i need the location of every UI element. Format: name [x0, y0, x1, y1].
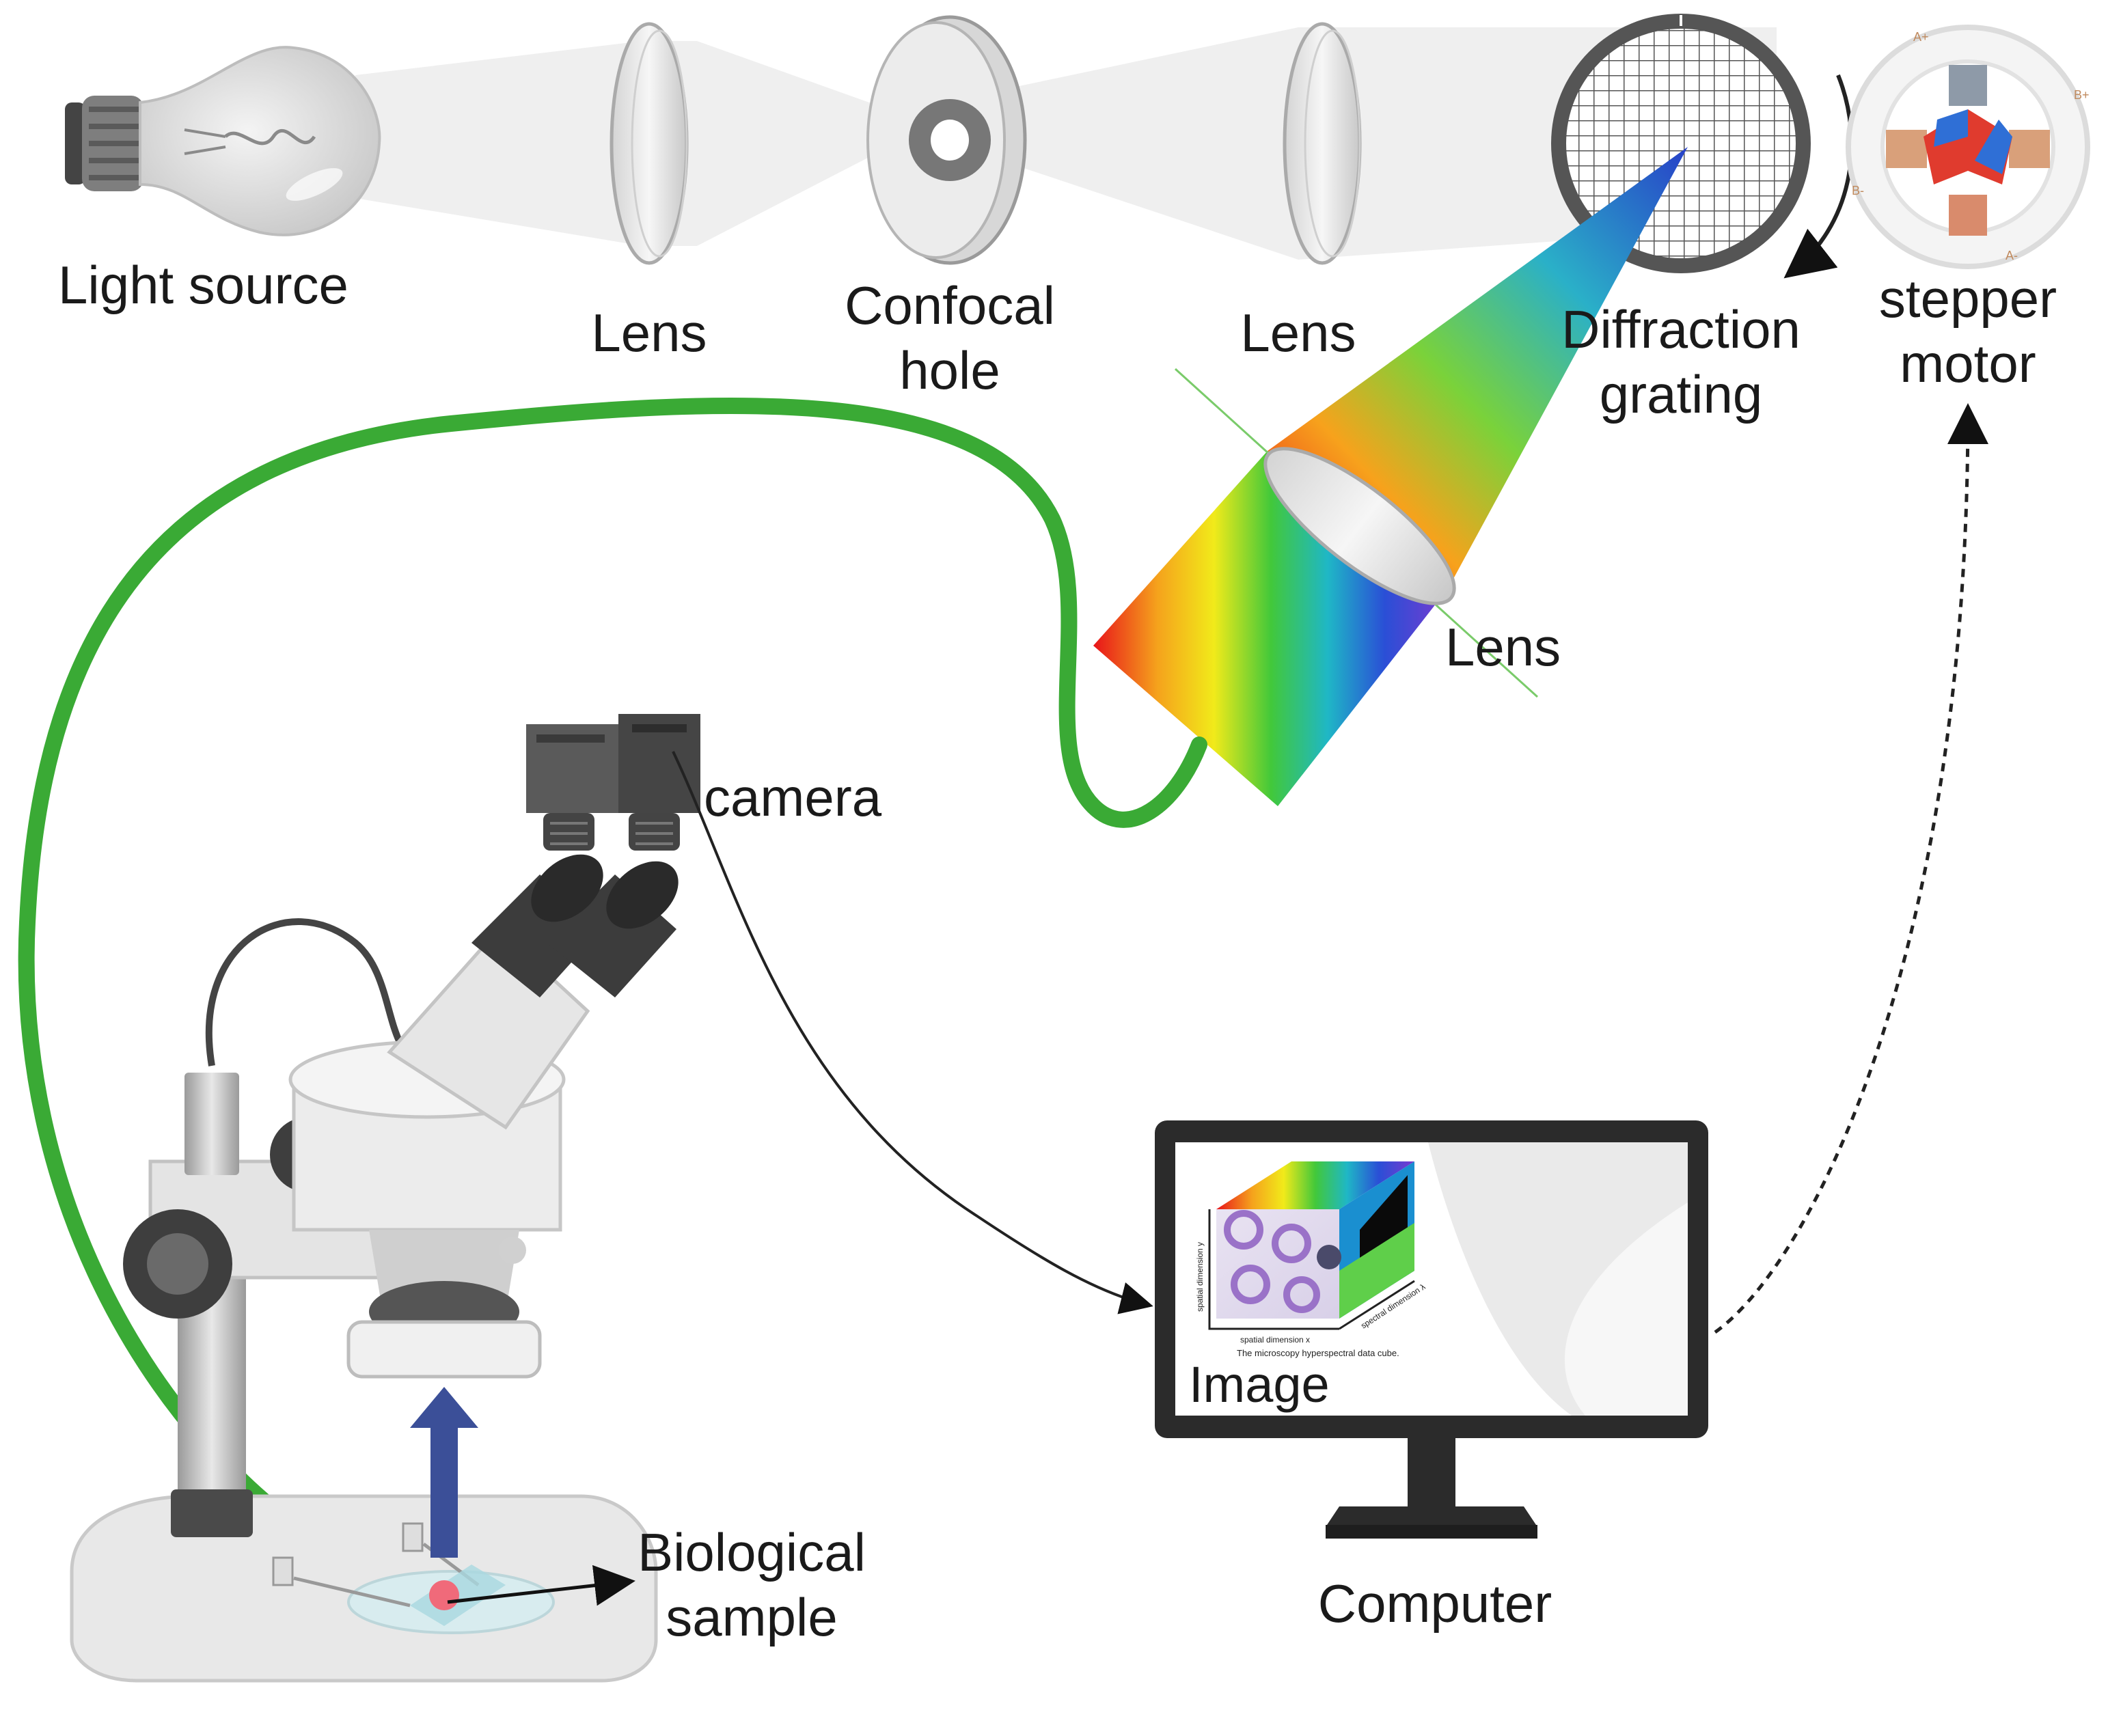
feedback-arrow	[1714, 403, 1988, 1334]
pin-a-minus-label: A-	[2006, 249, 2018, 262]
diffraction-grating-label-line2: grating	[1599, 364, 1763, 424]
confocal-hole-icon	[866, 15, 1027, 265]
lens-3-icon	[1263, 447, 1456, 605]
pin-b-plus-label: B+	[2074, 88, 2090, 102]
stepper-motor-icon: A+ B+ B- A-	[1846, 25, 2090, 269]
camera-icon	[526, 714, 700, 851]
image-label: Image	[1189, 1356, 1330, 1413]
dispersed-spectrum-cone	[1268, 147, 1688, 588]
sample-pointer-arrow	[447, 1565, 635, 1606]
biological-sample-label-line1: Biological	[638, 1522, 866, 1582]
computer-label: Computer	[1317, 1573, 1552, 1634]
pin-b-minus-label: B-	[1852, 184, 1864, 197]
biological-sample-label-line2: sample	[666, 1587, 838, 1647]
light-source-label: Light source	[58, 255, 348, 315]
light-beam	[355, 27, 1777, 260]
lens-1-label: Lens	[591, 303, 707, 363]
axis-x-label: spatial dimension x	[1240, 1335, 1310, 1345]
hyperspectral-cube-image	[1208, 1161, 1415, 1330]
pin-a-plus-label: A+	[1913, 30, 1929, 44]
diffraction-grating-label-line1: Diffraction	[1561, 299, 1801, 359]
microscope-icon	[70, 854, 679, 1683]
stepper-motor-label-line1: stepper	[1878, 268, 2057, 329]
confocal-hole-label-line1: Confocal	[845, 275, 1055, 335]
lens-3-label: Lens	[1445, 617, 1561, 677]
camera-label: camera	[704, 767, 882, 827]
lens-2-label: Lens	[1240, 303, 1356, 363]
axis-y-label: spatial dimension y	[1195, 1242, 1205, 1312]
illumination-arrow	[410, 1387, 478, 1558]
light-bulb-icon	[65, 46, 381, 236]
cube-caption: The microscopy hyperspectral data cube.	[1237, 1348, 1399, 1358]
lens-2-icon	[1283, 22, 1362, 265]
rotation-arrow	[1783, 74, 1854, 279]
stepper-motor-label-line2: motor	[1900, 333, 2036, 394]
confocal-hole-label-line2: hole	[899, 340, 1000, 400]
camera-cable	[672, 751, 1153, 1314]
lens-1-icon	[610, 22, 689, 265]
